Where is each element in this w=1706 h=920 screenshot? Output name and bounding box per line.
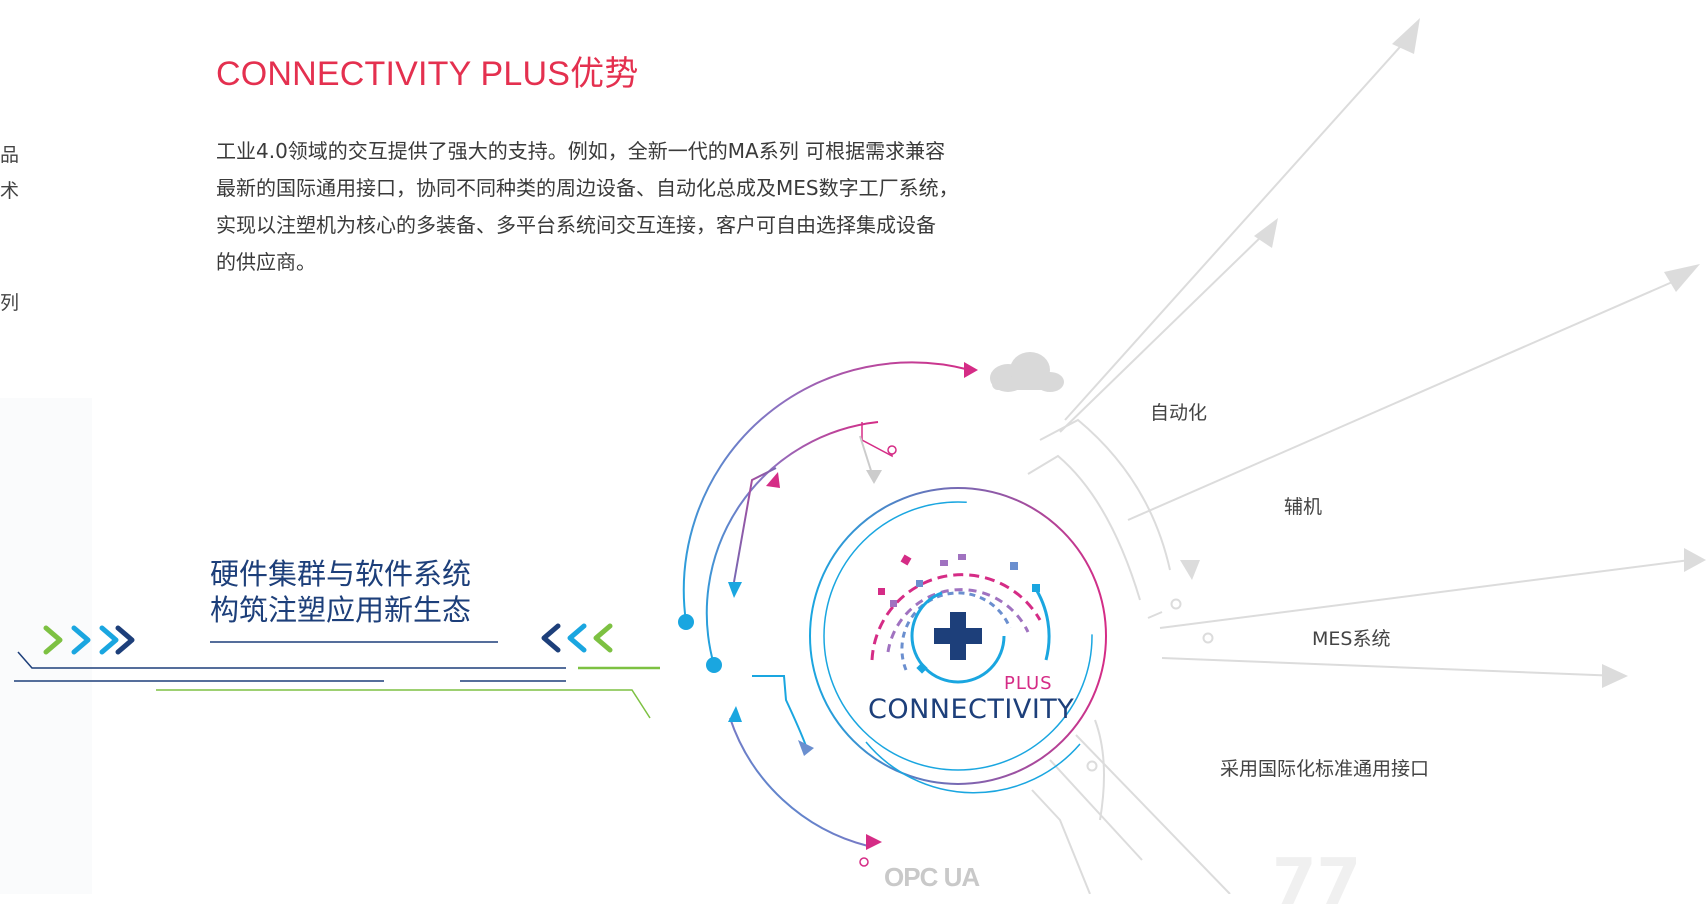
chevrons-left-icon — [541, 623, 613, 653]
radial-arrowheads — [1180, 18, 1706, 688]
description-line: 实现以注塑机为核心的多装备、多平台系统间交互连接，客户可自由选择集成设备 — [216, 213, 936, 237]
radial-lines — [1027, 37, 1691, 894]
slogan-line-1: 硬件集群与软件系统 — [210, 557, 472, 591]
plus-label: PLUS — [1004, 673, 1053, 694]
chevrons-right-icon — [43, 625, 135, 655]
node-dot — [678, 614, 694, 630]
slogan-line-2: 构筑注塑应用新生态 — [210, 593, 472, 627]
edge-text: 列 — [0, 292, 20, 314]
branch-label-auxiliary: 辅机 — [1284, 496, 1323, 518]
description-line: 最新的国际通用接口，协同不同种类的周边设备、自动化总成及MES数字工厂系统， — [216, 176, 959, 200]
description-line: 工业4.0领域的交互提供了强大的支持。例如，全新一代的MA系列 可根据需求兼容 — [216, 139, 946, 163]
description-line: 的供应商。 — [216, 250, 316, 274]
branch-label-automation: 自动化 — [1150, 402, 1208, 424]
slogan: 硬件集群与软件系统 构筑注塑应用新生态 — [210, 556, 471, 628]
edge-text: 术 — [0, 180, 20, 202]
left-panel-bg — [0, 398, 92, 894]
plus-icon — [910, 588, 1006, 684]
connectivity-diagram — [0, 18, 1706, 894]
edge-text: 品 — [0, 144, 20, 166]
branch-label-interface: 采用国际化标准通用接口 — [1220, 758, 1430, 780]
opc-ua-logo: OPC UA — [884, 862, 980, 892]
page-title: CONNECTIVITY PLUS优势 — [216, 55, 639, 93]
node-dot — [706, 657, 722, 673]
junction-dots — [1086, 598, 1214, 772]
branch-label-mes: MES系统 — [1312, 628, 1391, 650]
slogan-lines — [14, 641, 660, 719]
description-paragraph: 工业4.0领域的交互提供了强大的支持。例如，全新一代的MA系列 可根据需求兼容 … — [216, 133, 1086, 281]
faint-number: 77 — [1272, 846, 1362, 920]
connectivity-label: CONNECTIVITY — [868, 694, 1075, 725]
cloud-icon — [990, 352, 1064, 392]
